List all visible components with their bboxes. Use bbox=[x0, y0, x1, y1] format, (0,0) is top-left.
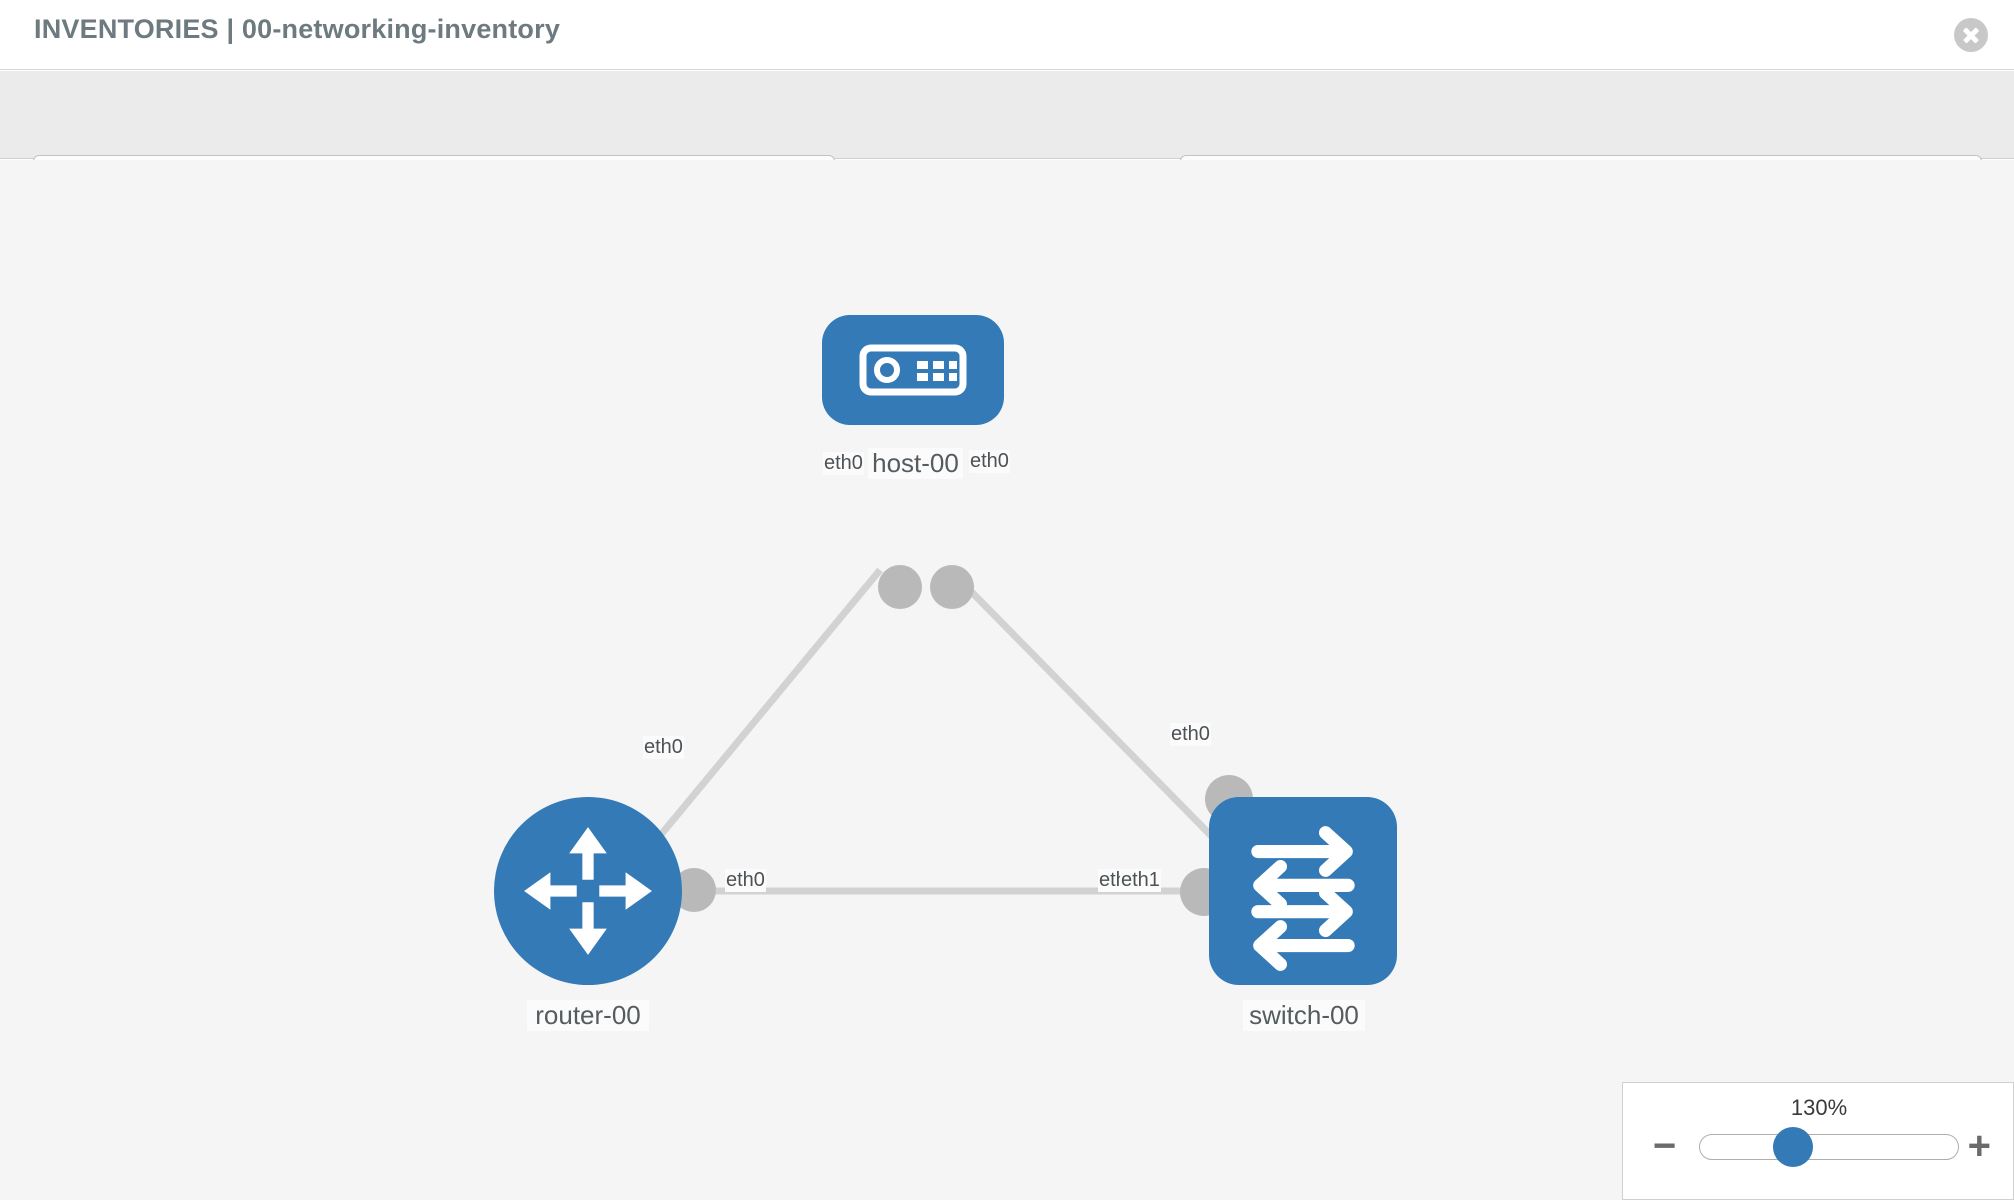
zoom-slider-thumb[interactable] bbox=[1773, 1127, 1813, 1167]
toolbar: ACTIONS SEARCH bbox=[0, 71, 2014, 207]
node-label-host-00: host-00 bbox=[868, 448, 963, 479]
page-title: INVENTORIES | 00-networking-inventory bbox=[34, 14, 561, 44]
zoom-slider-track[interactable] bbox=[1699, 1134, 1959, 1160]
iface-label-host00-left: eth0 bbox=[823, 452, 864, 475]
topology-canvas[interactable]: host-00 router-00 bbox=[0, 160, 2014, 1200]
iface-label-switch00-eth1: eth1 bbox=[1120, 869, 1161, 892]
page-header: INVENTORIES | 00-networking-inventory bbox=[0, 0, 2014, 70]
switch-arrows-icon bbox=[1251, 826, 1355, 971]
node-host-00[interactable] bbox=[822, 315, 1004, 425]
zoom-level-value: 130% bbox=[1790, 1095, 1848, 1120]
iface-label-router00-uplink: eth0 bbox=[643, 736, 684, 759]
router-arrows-icon bbox=[524, 827, 652, 955]
iface-label-switch00-uplink: eth0 bbox=[1170, 723, 1211, 746]
zoom-in-button[interactable]: + bbox=[1967, 1124, 1991, 1168]
link-host00-switch00 bbox=[947, 567, 1238, 863]
iface-label-router00-eth0: eth0 bbox=[725, 869, 766, 892]
port-host00-right bbox=[930, 565, 974, 609]
link-host00-router00 bbox=[637, 567, 883, 863]
node-router-00[interactable] bbox=[494, 797, 682, 985]
port-host00-left bbox=[878, 565, 922, 609]
zoom-out-button[interactable]: − bbox=[1653, 1124, 1677, 1168]
topology-graph bbox=[637, 567, 1238, 895]
zoom-control-panel: 130% − + bbox=[1622, 1082, 2014, 1200]
server-icon bbox=[859, 344, 967, 396]
iface-label-host00-right: eth0 bbox=[969, 450, 1010, 473]
topology-links bbox=[637, 567, 1238, 895]
close-icon[interactable] bbox=[1954, 18, 1988, 52]
node-switch-00[interactable] bbox=[1209, 797, 1397, 985]
node-label-router-00: router-00 bbox=[527, 1000, 649, 1031]
node-label-switch-00: switch-00 bbox=[1243, 1000, 1365, 1031]
